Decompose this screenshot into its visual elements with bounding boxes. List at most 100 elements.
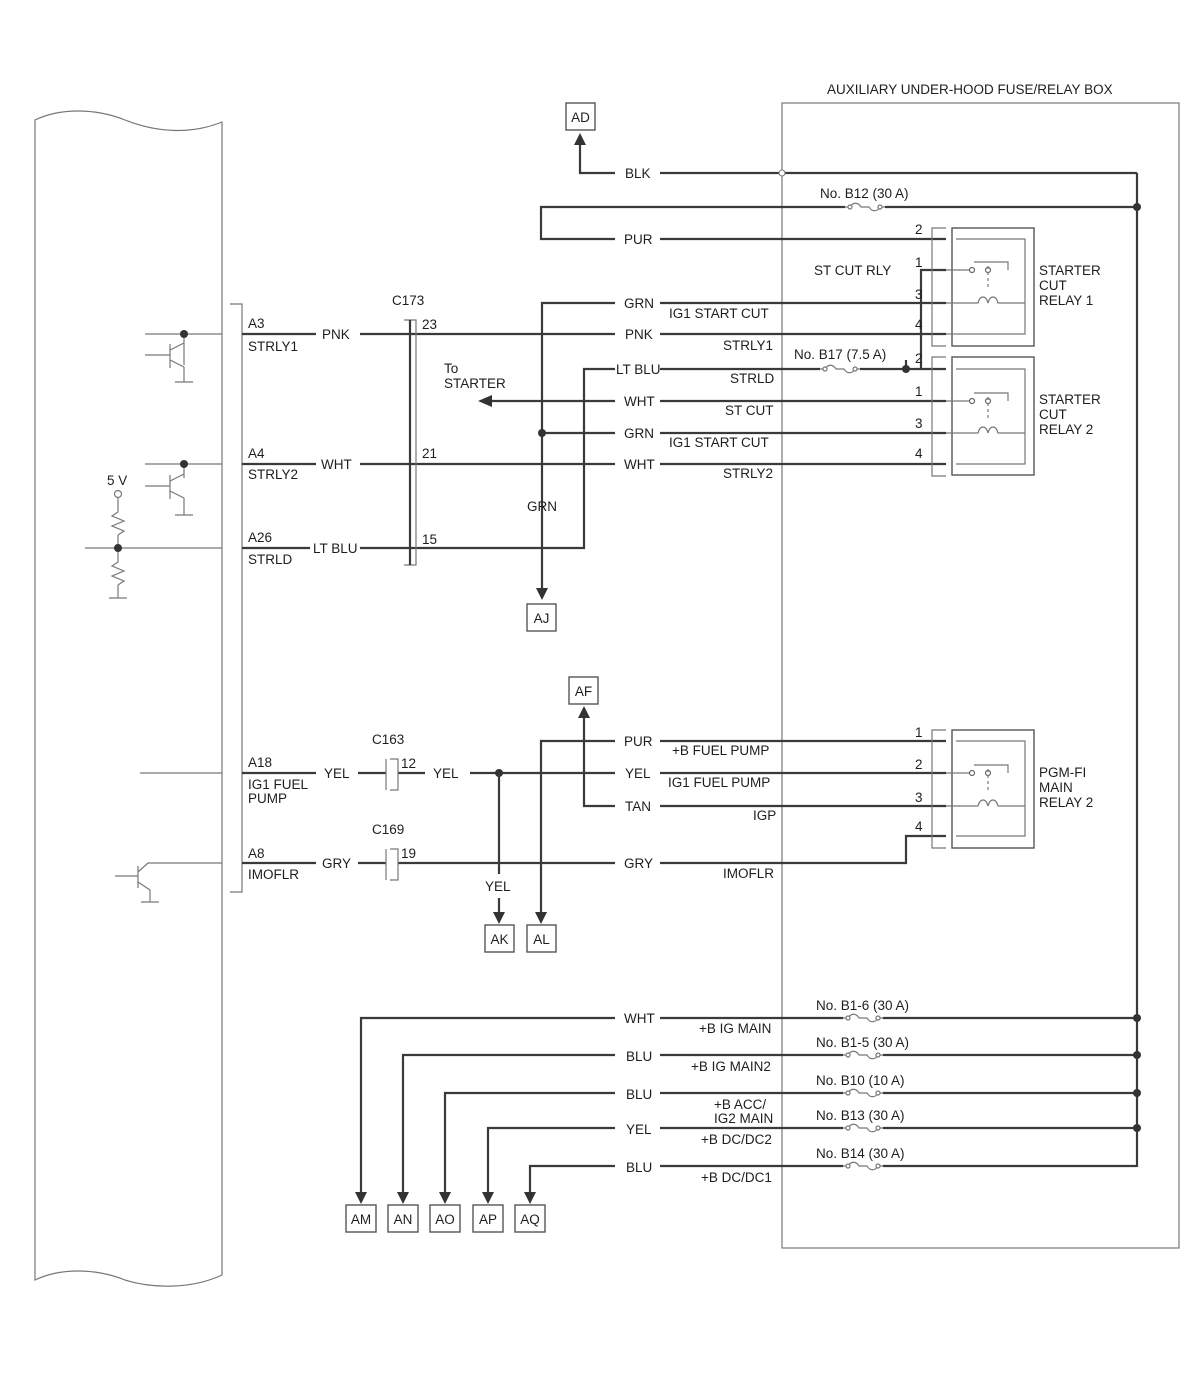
- svg-text:AF: AF: [575, 684, 592, 699]
- pin-number: 21: [422, 446, 437, 461]
- wire-label: BLK: [625, 166, 651, 181]
- signal-label: +B DC/DC2: [701, 1132, 772, 1147]
- wire-label: LT BLU: [616, 362, 661, 377]
- wire-label: LT BLU: [313, 541, 358, 556]
- fuse-icon: [843, 1050, 883, 1060]
- wire-label: PUR: [624, 232, 653, 247]
- relay-pin: 2: [915, 222, 923, 237]
- relay-pin: 4: [915, 819, 923, 834]
- terminal-an: AN: [387, 1204, 419, 1233]
- relay-name: RELAY 2: [1039, 422, 1093, 437]
- fuse-icon: [843, 1123, 883, 1133]
- signal-label: IMOFLR: [248, 867, 299, 882]
- relay-pin: 1: [915, 725, 923, 740]
- wire-label: TAN: [625, 799, 651, 814]
- relay-pin: 1: [915, 255, 923, 270]
- terminal-ap: AP: [472, 1204, 504, 1233]
- signal-label: STRLY2: [248, 467, 298, 482]
- wire-label: YEL: [485, 879, 511, 894]
- wire-label: YEL: [625, 766, 651, 781]
- pin-label: A4: [248, 446, 265, 461]
- wire-label: WHT: [321, 457, 352, 472]
- fuse-label: No. B1-6 (30 A): [816, 998, 909, 1013]
- relay-pin: 3: [915, 416, 923, 431]
- relay-pin: 4: [915, 446, 923, 461]
- relay-name: RELAY 1: [1039, 293, 1093, 308]
- junction-dot: [1133, 1051, 1141, 1059]
- wire-label: GRN: [624, 296, 654, 311]
- svg-text:AN: AN: [394, 1212, 413, 1227]
- signal-label: IG1 START CUT: [669, 306, 769, 321]
- terminal-am: AM: [345, 1204, 377, 1233]
- fuse-icon: [843, 1161, 883, 1171]
- svg-text:AL: AL: [533, 932, 550, 947]
- wire-label: BLU: [626, 1049, 652, 1064]
- fuse-icon: [843, 1088, 883, 1098]
- starter-cut-relay-1: [931, 227, 1035, 347]
- wire-label: YEL: [433, 766, 459, 781]
- pcm-module: [34, 110, 243, 1287]
- fuse-label: No. B14 (30 A): [816, 1146, 905, 1161]
- connector-c163: [385, 758, 399, 791]
- signal-label: IG2 MAIN: [714, 1111, 773, 1126]
- svg-text:AP: AP: [479, 1212, 497, 1227]
- junction-dot: [1133, 1124, 1141, 1132]
- svg-text:AD: AD: [571, 110, 590, 125]
- wire-label: GRN: [527, 499, 557, 514]
- transistor-icon: [145, 463, 222, 516]
- fuse-icon: [845, 202, 885, 212]
- relay-pin: 2: [915, 757, 923, 772]
- junction-dot: [1133, 203, 1141, 211]
- starter-cut-relay-2: [931, 356, 1035, 477]
- relay-name: CUT: [1039, 407, 1067, 422]
- pin-label: A3: [248, 316, 265, 331]
- junction-dot: [180, 460, 188, 468]
- signal-label: IMOFLR: [723, 866, 774, 881]
- relay-pin: 4: [915, 317, 923, 332]
- signal-label: IG1 START CUT: [669, 435, 769, 450]
- pgm-fi-main-relay-2: [931, 729, 1035, 849]
- junction-dot: [1133, 1089, 1141, 1097]
- fuse-label: No. B13 (30 A): [816, 1108, 905, 1123]
- pin-label: A8: [248, 846, 265, 861]
- resistor-icon: [85, 489, 222, 599]
- wire-label: PUR: [624, 734, 653, 749]
- terminal-ao: AO: [429, 1204, 461, 1233]
- wire-label: GRN: [624, 426, 654, 441]
- relay-pin: 1: [915, 384, 923, 399]
- transistor-icon: [145, 333, 222, 383]
- wire-label: YEL: [324, 766, 350, 781]
- junction-dot: [902, 365, 910, 373]
- svg-text:AM: AM: [351, 1212, 371, 1227]
- signal-label: STRLD: [730, 371, 775, 386]
- fuse-label: No. B17 (7.5 A): [794, 347, 886, 362]
- voltage-label: 5 V: [107, 473, 127, 488]
- terminal-al: AL: [526, 924, 557, 953]
- pin-number: 15: [422, 532, 437, 547]
- signal-label: IG1 FUEL: [248, 777, 309, 792]
- wire-label: PNK: [322, 327, 350, 342]
- relay-pin: 3: [915, 790, 923, 805]
- relay-name: PGM-FI: [1039, 765, 1086, 780]
- wire-label: YEL: [626, 1122, 652, 1137]
- terminal-ad: AD: [565, 102, 596, 131]
- relay-name: RELAY 2: [1039, 795, 1093, 810]
- connector-c169: [385, 848, 399, 881]
- signal-label: STRLY1: [723, 338, 773, 353]
- signal-label: IGP: [753, 808, 776, 823]
- wire-label: WHT: [624, 1011, 655, 1026]
- signal-label: +B FUEL PUMP: [672, 743, 769, 758]
- relay-pin: 3: [915, 287, 923, 302]
- signal-label: STRLY1: [248, 339, 298, 354]
- junction-dot: [1133, 1014, 1141, 1022]
- signal-label: ST CUT: [725, 403, 774, 418]
- fuse-label: No. B12 (30 A): [820, 186, 909, 201]
- relay-pin: 2: [915, 351, 923, 366]
- svg-text:AK: AK: [490, 932, 508, 947]
- wire-label: WHT: [624, 457, 655, 472]
- relay-name: CUT: [1039, 278, 1067, 293]
- svg-text:AJ: AJ: [534, 611, 550, 626]
- connector-label: C169: [372, 822, 404, 837]
- pin-number: 23: [422, 317, 437, 332]
